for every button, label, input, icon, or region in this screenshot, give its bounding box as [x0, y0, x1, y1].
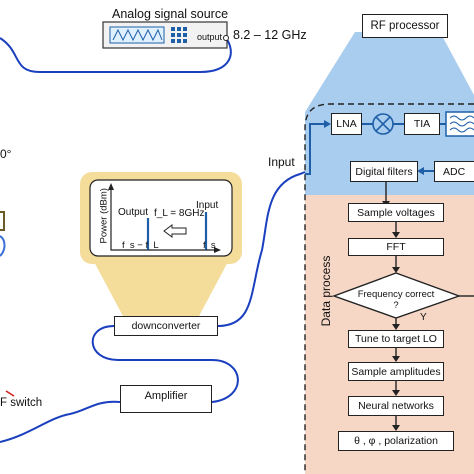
- step-neural-networks: Neural networks: [348, 396, 444, 416]
- spectrum-ylabel: Power (dBm): [98, 188, 110, 244]
- arrow-7: [392, 425, 400, 431]
- lna-block: LNA: [331, 113, 362, 135]
- step-output: θ , φ , polarization: [338, 431, 454, 451]
- rf-input-arrow: [305, 123, 326, 175]
- partial-degree-label: 0°: [0, 147, 12, 161]
- arrow-4: [392, 324, 400, 330]
- arrow-3: [392, 267, 400, 273]
- rf-arrowhead-1: [324, 120, 331, 128]
- switch-marker: [5, 390, 15, 397]
- rf-arrowhead-2: [417, 167, 424, 175]
- rf-processor-title-box: RF processor: [362, 14, 448, 38]
- processor-outline: [304, 103, 474, 474]
- signal-source-device: [102, 21, 228, 49]
- step-tune-lo: Tune to target LO: [348, 330, 444, 348]
- spectrum-shift-label: f_L = 8GHz: [154, 208, 205, 219]
- digital-filters-block: Digital filters: [350, 161, 418, 182]
- step-sample-voltages: Sample voltages: [348, 203, 444, 222]
- spectrum-tick-left: f_s − f_L: [122, 240, 159, 251]
- spectrum-tick-right: f_s: [203, 240, 216, 251]
- spectrum-shift-arrow: [163, 224, 187, 238]
- spectrum-axes: [110, 186, 218, 251]
- tia-block: TIA: [404, 113, 440, 135]
- arrow-6: [392, 390, 400, 396]
- cable-source: [0, 37, 232, 73]
- spectrum-x-arrow: [214, 247, 221, 253]
- analog-filter-waves: [449, 115, 474, 133]
- input-label: Input: [268, 155, 295, 169]
- signal-source-output-port: [223, 35, 229, 41]
- arrow-2: [392, 232, 400, 238]
- left-edge-device: [0, 211, 5, 231]
- spectrum-callout-funnel: [92, 258, 230, 318]
- left-edge-cable: [0, 235, 6, 257]
- signal-source-port-label: output: [197, 32, 223, 42]
- step-fft: FFT: [348, 238, 444, 256]
- signal-source-frequency: 8.2 – 12 GHz: [233, 28, 307, 42]
- spectrum-input-label: Input: [196, 200, 219, 211]
- signal-source-keypad: [171, 27, 187, 43]
- data-process-title: Data process: [319, 255, 333, 327]
- arrow-5: [392, 356, 400, 362]
- cable-input: [217, 171, 306, 327]
- signal-source-waveform: [112, 28, 163, 42]
- spectrum-y-arrow: [108, 183, 114, 190]
- adc-block: ADC: [434, 161, 474, 182]
- spectrum-output-label: Output: [118, 207, 149, 218]
- mixer-x: [375, 116, 391, 132]
- partial-switch-label: F switch: [0, 397, 43, 409]
- step-sample-amplitudes: Sample amplitudes: [348, 362, 444, 381]
- step-decision-text: Frequency correct ?: [357, 289, 435, 311]
- rf-processor-region: [305, 32, 474, 195]
- amplifier-box: Amplifier: [120, 385, 212, 413]
- cable-downconverter-amplifier: [91, 325, 239, 403]
- spectrum-plot-frame: [89, 179, 233, 257]
- decision-yes-label: Y: [420, 312, 427, 323]
- downconverter-box: downconverter: [114, 316, 218, 336]
- signal-source-title: Analog signal source: [112, 7, 229, 21]
- cable-amplifier-switch: [0, 400, 121, 443]
